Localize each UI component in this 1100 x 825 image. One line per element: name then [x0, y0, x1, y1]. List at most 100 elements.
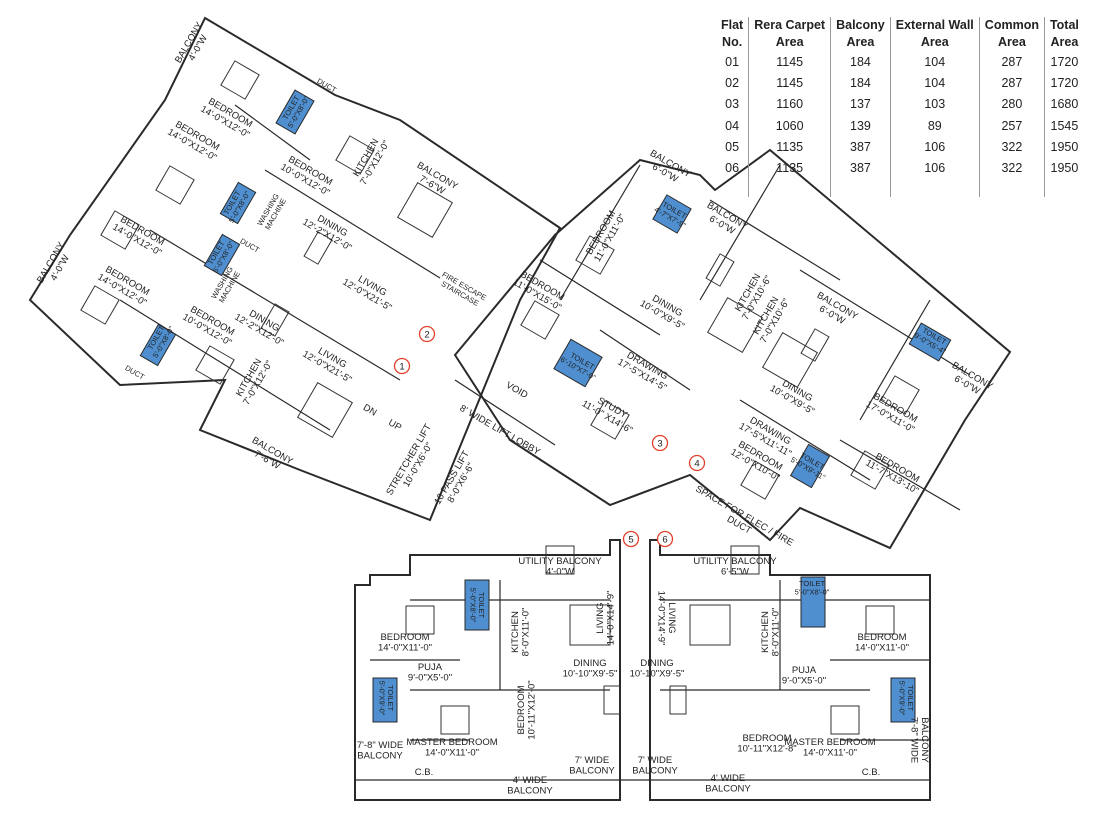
- room-label: DINING10'-0"X9'-5": [768, 374, 822, 417]
- table-cell: 387: [830, 136, 891, 158]
- table-cell: 04: [725, 118, 740, 133]
- header-line: Area: [1050, 35, 1079, 49]
- room-name: BALCONY: [919, 717, 930, 763]
- room-label: BALCONY7'-6"W: [410, 160, 461, 202]
- room-name: PUJA: [418, 662, 443, 673]
- marker-circle: [393, 357, 411, 375]
- room-size: 14'-0"X14'-9": [656, 591, 667, 646]
- room-label: BALCONY7'-8" WIDE: [909, 717, 931, 764]
- room-size: 10'-10"X9'-5": [563, 669, 618, 680]
- room-name: TOILET: [477, 592, 486, 619]
- table-cell: [716, 179, 749, 197]
- room-label: BEDROOM14'-0"X12'-0": [166, 118, 224, 164]
- room-size: 14'-0"X11'-0": [803, 748, 857, 759]
- room-name: BEDROOM: [857, 632, 906, 643]
- room-label: BALCONY6'-0"W: [700, 200, 751, 242]
- room-label: BEDROOM10'-11"X12'-0": [516, 680, 538, 739]
- room-label: BEDROOM10'-0"X12'-0": [181, 303, 239, 349]
- room-size: 9'-0"X5'-0": [408, 673, 452, 684]
- toilet-area: [890, 677, 916, 723]
- room-size: BALCONY: [357, 751, 403, 762]
- room-name: KITCHEN: [510, 611, 521, 653]
- table-cell: 139: [830, 114, 891, 137]
- room-label: DRAWING17'-5"X14'-5": [616, 348, 674, 394]
- table-cell: 1135: [748, 157, 831, 179]
- table-cell: 106: [889, 157, 980, 179]
- room-label: BALCONY7'-6"W: [245, 435, 296, 477]
- room-label: 10 PASS LIFT8'-0"X6'-6": [432, 449, 481, 512]
- room-label: 8' WIDE LIFT LOBBY: [458, 403, 543, 458]
- flat-marker: 2: [418, 325, 436, 343]
- room-name: 7' WIDE: [575, 755, 610, 766]
- table-cell: 89: [889, 114, 980, 137]
- flat-marker: 4: [688, 454, 706, 472]
- bed: [865, 605, 895, 635]
- room-label: SPACE FOR ELEC / FIREDUCT: [688, 484, 795, 558]
- table-cell: 280: [978, 93, 1045, 115]
- bed: [195, 345, 235, 385]
- room-size: BALCONY: [569, 766, 615, 777]
- table-cell: [889, 178, 980, 197]
- bed: [155, 165, 195, 205]
- room-label: BEDROOM14'-0"X12'-0": [199, 95, 257, 141]
- room-label: C.B.: [415, 767, 433, 778]
- room-name: KITCHEN: [760, 611, 771, 653]
- table-cell: 322: [978, 136, 1045, 158]
- room-size: BALCONY: [705, 784, 751, 795]
- room-label: DUCT: [238, 236, 261, 254]
- room-name: SPACE FOR ELEC / FIRE: [693, 484, 795, 549]
- room-name: DINING: [640, 658, 673, 669]
- header-line: Flat: [721, 18, 744, 32]
- room-size: BALCONY: [632, 766, 678, 777]
- room-label: BALCONY4'-0"W: [35, 240, 77, 291]
- room-size: 14'-0"X11'-0": [425, 748, 479, 759]
- room-size: 14'-0"X11'-0": [378, 643, 432, 654]
- bed: [440, 705, 470, 735]
- table-cell: 02: [725, 75, 740, 90]
- bed: [730, 545, 760, 575]
- room-size: 7'-8" WIDE: [909, 717, 920, 763]
- bed: [220, 60, 260, 100]
- table-cell: 106: [889, 136, 980, 158]
- room-name: C.B.: [415, 767, 433, 778]
- room-label: STUDY11'-0" X14'-6": [580, 389, 640, 436]
- flat-marker: 6: [656, 530, 674, 548]
- header-line: Rera Carpet: [754, 18, 826, 32]
- wall-line: [799, 269, 971, 376]
- room-name: 4' WIDE: [513, 775, 548, 786]
- dining-table: [705, 253, 735, 287]
- table-cell: 137: [830, 93, 891, 115]
- room-label: BALCONY6'-0"W: [643, 148, 694, 190]
- header-line: External Wall: [895, 18, 974, 32]
- table-cell: 184: [830, 72, 891, 94]
- room-size: 9'-0"X5'-0": [782, 676, 826, 687]
- room-label: VOID: [504, 380, 530, 401]
- room-size: 10'-10"X9'-5": [630, 669, 685, 680]
- marker-number: 5: [628, 535, 633, 546]
- header-line: Total: [1049, 18, 1079, 32]
- marker-circle: [651, 434, 669, 452]
- room-name: DINING: [573, 658, 606, 669]
- header-line: Area: [920, 35, 949, 49]
- sofa-set: [761, 331, 819, 389]
- bed: [520, 300, 560, 340]
- room-name: VOID: [504, 380, 530, 401]
- room-name: 8' WIDE LIFT LOBBY: [458, 403, 543, 458]
- room-name: C.B.: [862, 767, 880, 778]
- room-name: LIVING: [595, 602, 606, 633]
- room-size: BALCONY: [507, 786, 553, 797]
- table-cell: [1043, 178, 1084, 197]
- room-name: BEDROOM: [380, 632, 429, 643]
- flat-marker: 5: [622, 530, 640, 548]
- table-cell: [830, 178, 891, 197]
